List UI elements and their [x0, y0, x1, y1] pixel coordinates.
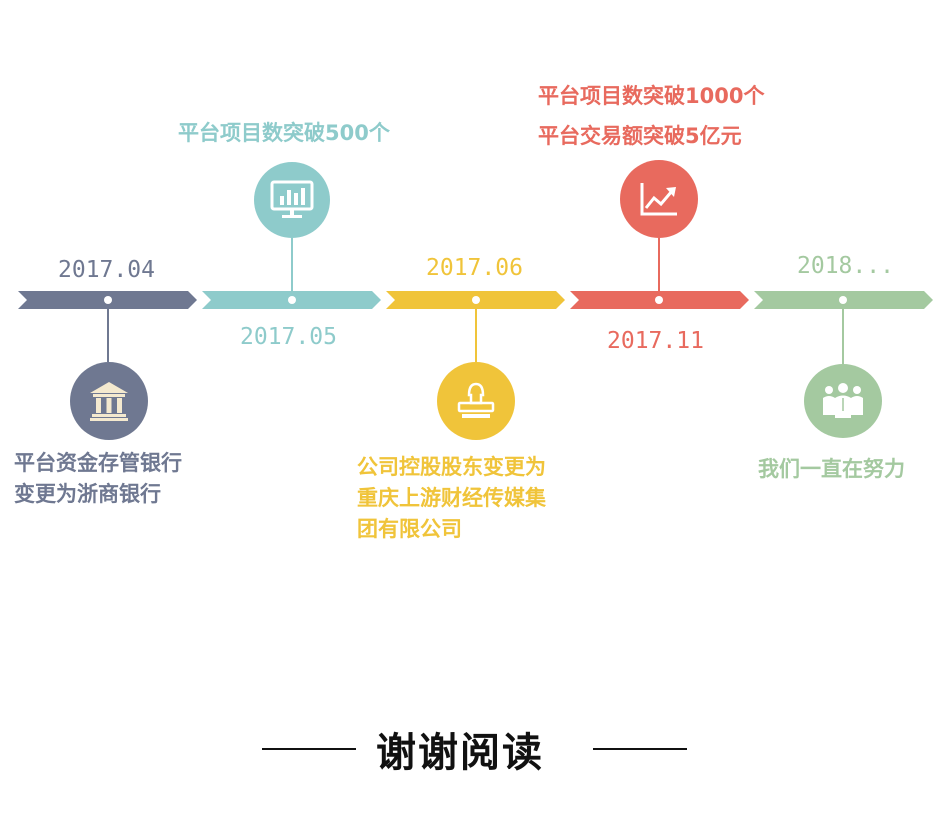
timeline-node-5: [839, 296, 847, 304]
trend-chart-icon: [640, 183, 677, 216]
bank-icon: [90, 382, 128, 421]
milestone-desc-line: 公司控股股东变更为: [357, 455, 546, 479]
team-icon: [823, 383, 863, 418]
milestone-desc-2: 平台项目数突破500个: [178, 118, 390, 149]
closing-divider-left: [262, 748, 356, 750]
milestone-date-4: 2017.11: [607, 328, 704, 354]
milestone-stem-3: [475, 304, 477, 362]
milestone-desc-line: 平台交易额突破5亿元: [538, 124, 742, 148]
milestone-date-1: 2017.04: [58, 257, 155, 283]
milestone-desc-line: 平台项目数突破1000个: [538, 84, 765, 108]
milestone-stem-5: [842, 304, 844, 364]
milestone-desc-1: 平台资金存管银行 变更为浙商银行: [14, 448, 182, 510]
milestone-desc-4: 平台项目数突破1000个 平台交易额突破5亿元: [538, 76, 764, 156]
monitor-chart-icon: [270, 180, 314, 218]
closing-title: 谢谢阅读: [376, 729, 544, 776]
milestone-circle-5: [804, 364, 882, 438]
stamp-icon: [457, 382, 495, 418]
milestone-desc-line: 平台资金存管银行: [14, 451, 182, 475]
milestone-date-2: 2017.05: [240, 324, 337, 350]
milestone-circle-3: [437, 362, 515, 440]
milestone-desc-line: 变更为浙商银行: [14, 482, 161, 506]
milestone-date-3: 2017.06: [426, 255, 523, 281]
milestone-circle-4: [620, 160, 698, 238]
milestone-desc-line: 我们一直在努力: [758, 457, 905, 481]
timeline-node-2: [288, 296, 296, 304]
milestone-circle-1: [70, 362, 148, 440]
closing-divider-right: [593, 748, 687, 750]
timeline-node-1: [104, 296, 112, 304]
milestone-stem-1: [107, 304, 109, 362]
milestone-desc-3: 公司控股股东变更为 重庆上游财经传媒集 团有限公司: [357, 452, 546, 545]
milestone-desc-line: 重庆上游财经传媒集: [357, 486, 546, 510]
timeline-node-3: [472, 296, 480, 304]
milestone-circle-2: [254, 162, 330, 238]
milestone-desc-line: 平台项目数突破500个: [178, 121, 390, 145]
milestone-stem-4: [658, 238, 660, 296]
milestone-date-5: 2018...: [797, 253, 894, 279]
milestone-desc-5: 我们一直在努力: [758, 454, 905, 485]
timeline-node-4: [655, 296, 663, 304]
milestone-desc-line: 团有限公司: [357, 517, 462, 541]
milestone-stem-2: [291, 238, 293, 296]
